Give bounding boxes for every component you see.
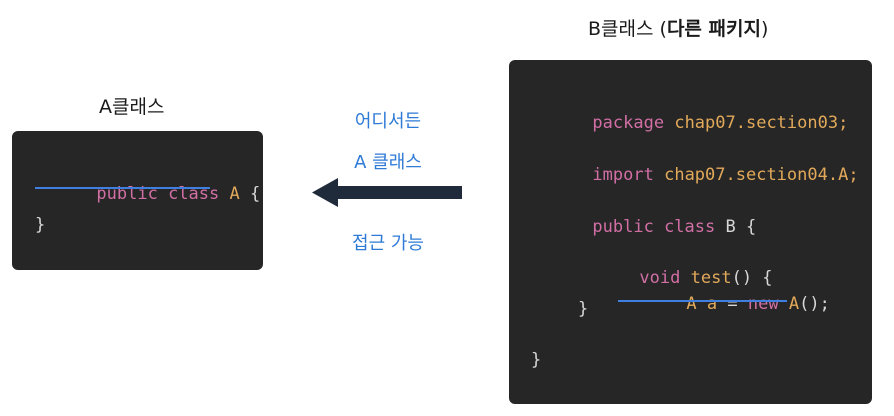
class-a-close-brace: } [35,215,46,235]
statement-underline [618,300,787,302]
method-close-brace: } [578,299,589,319]
method-signature: () { [731,268,773,288]
class-b-code-box: package chap07.section03; import chap07.… [509,60,872,404]
class-name-b: B [725,217,736,237]
keyword-public-class: public class [592,217,716,237]
keyword-void: void [639,268,681,288]
class-a-code-box: public class A { } [12,131,263,270]
class-b-title-suffix: ) [760,18,769,40]
keyword-new: new [747,294,779,314]
import-line: import chap07.section04.A; [531,145,859,205]
class-b-declaration-line: public class B { [531,197,756,257]
statement-line: A a = new A(); [625,274,830,334]
class-name-a: A [229,184,240,204]
arrow-label-line-1: 어디서든 [354,111,422,132]
method-name: test [690,268,732,288]
class-a-underline [35,187,210,189]
statement-type: A [686,294,697,314]
class-b-title-prefix: B클래스 ( [588,18,667,40]
class-b-close-brace: } [531,350,542,370]
statement-end: (); [799,294,830,314]
open-brace: { [250,184,261,204]
statement-constructor: A [788,294,800,314]
arrow-label-line-3: 접근 가능 [352,233,424,254]
keyword-package: package [592,113,665,133]
class-b-title-bold: 다른 패키지 [666,18,761,40]
arrow-label-line-2: A 클래스 [354,152,422,173]
import-name: chap07.section04.A; [664,165,859,185]
method-declaration-line: void test() { [578,248,773,308]
class-a-title: A클래스 [99,96,165,118]
class-b-title: B클래스 (다른 패키지) [588,14,768,41]
class-a-declaration-line: public class A { [35,164,260,224]
open-brace: { [746,217,757,237]
package-line: package chap07.section03; [531,93,848,153]
keyword-import: import [592,165,654,185]
statement-variable: a [706,294,718,314]
left-arrow-icon [312,178,462,207]
keyword-public-class: public class [96,184,220,204]
statement-equals: = [727,294,738,314]
package-name: chap07.section03; [674,113,849,133]
